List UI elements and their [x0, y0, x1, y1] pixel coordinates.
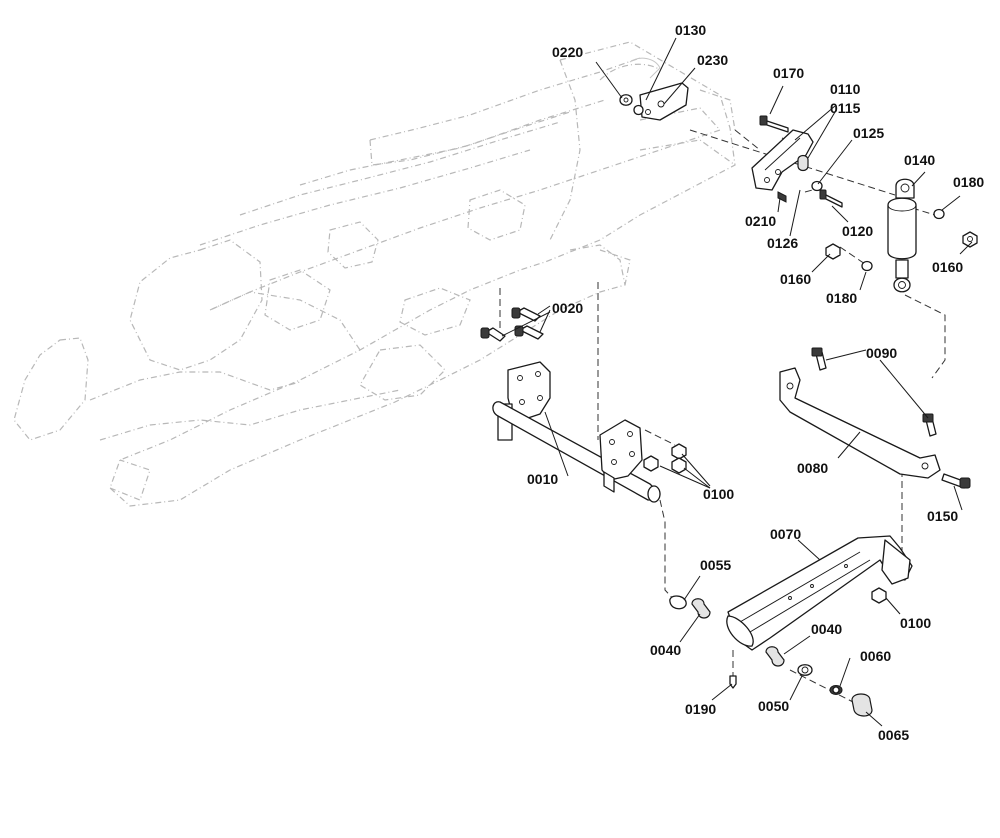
callout-0110: 0110: [830, 81, 861, 97]
callout-0050: 0050: [758, 698, 789, 714]
callout-0010: 0010: [527, 471, 558, 487]
callout-0115: 0115: [830, 100, 861, 116]
callout-0080: 0080: [797, 460, 828, 476]
callout-0180-bottom: 0180: [826, 290, 857, 306]
callout-0020: 0020: [552, 300, 583, 316]
bushings-seals-caps: [669, 595, 873, 717]
callout-0150: 0150: [927, 508, 958, 524]
callout-0130: 0130: [675, 22, 706, 38]
assembly-lines: [499, 129, 946, 704]
callout-0065: 0065: [878, 727, 909, 743]
callout-0070: 0070: [770, 526, 801, 542]
part-0110-bracket: [751, 115, 843, 208]
part-0010-axle: [492, 361, 687, 503]
callout-0040-left: 0040: [650, 642, 681, 658]
callout-0040-right: 0040: [811, 621, 842, 637]
callout-0140: 0140: [904, 152, 935, 168]
part-0020-bolts: [480, 307, 544, 342]
callout-labels: 0220 0130 0230 0170 0110 0115 0125 0140 …: [527, 22, 984, 743]
part-0070-arm: [726, 535, 913, 651]
callout-0120: 0120: [842, 223, 873, 239]
callout-0210: 0210: [745, 213, 776, 229]
callout-0055: 0055: [700, 557, 731, 573]
callout-0126: 0126: [767, 235, 798, 251]
callout-0090: 0090: [866, 345, 897, 361]
callout-0160-right: 0160: [932, 259, 963, 275]
leader-lines: [501, 37, 973, 727]
callout-0060: 0060: [860, 648, 891, 664]
part-0080-bar: [779, 347, 971, 489]
callout-0125: 0125: [853, 125, 884, 141]
callout-0180-top: 0180: [953, 174, 984, 190]
callout-0100-mid: 0100: [703, 486, 734, 502]
callout-0190: 0190: [685, 701, 716, 717]
callout-0230: 0230: [697, 52, 728, 68]
callout-0160-left: 0160: [780, 271, 811, 287]
ghost-chassis-frame: [13, 41, 736, 507]
callout-0170: 0170: [773, 65, 804, 81]
part-0140-shock: [825, 178, 978, 293]
callout-0100-low: 0100: [900, 615, 931, 631]
part-0230-plate: [619, 82, 689, 121]
callout-0220: 0220: [552, 44, 583, 60]
